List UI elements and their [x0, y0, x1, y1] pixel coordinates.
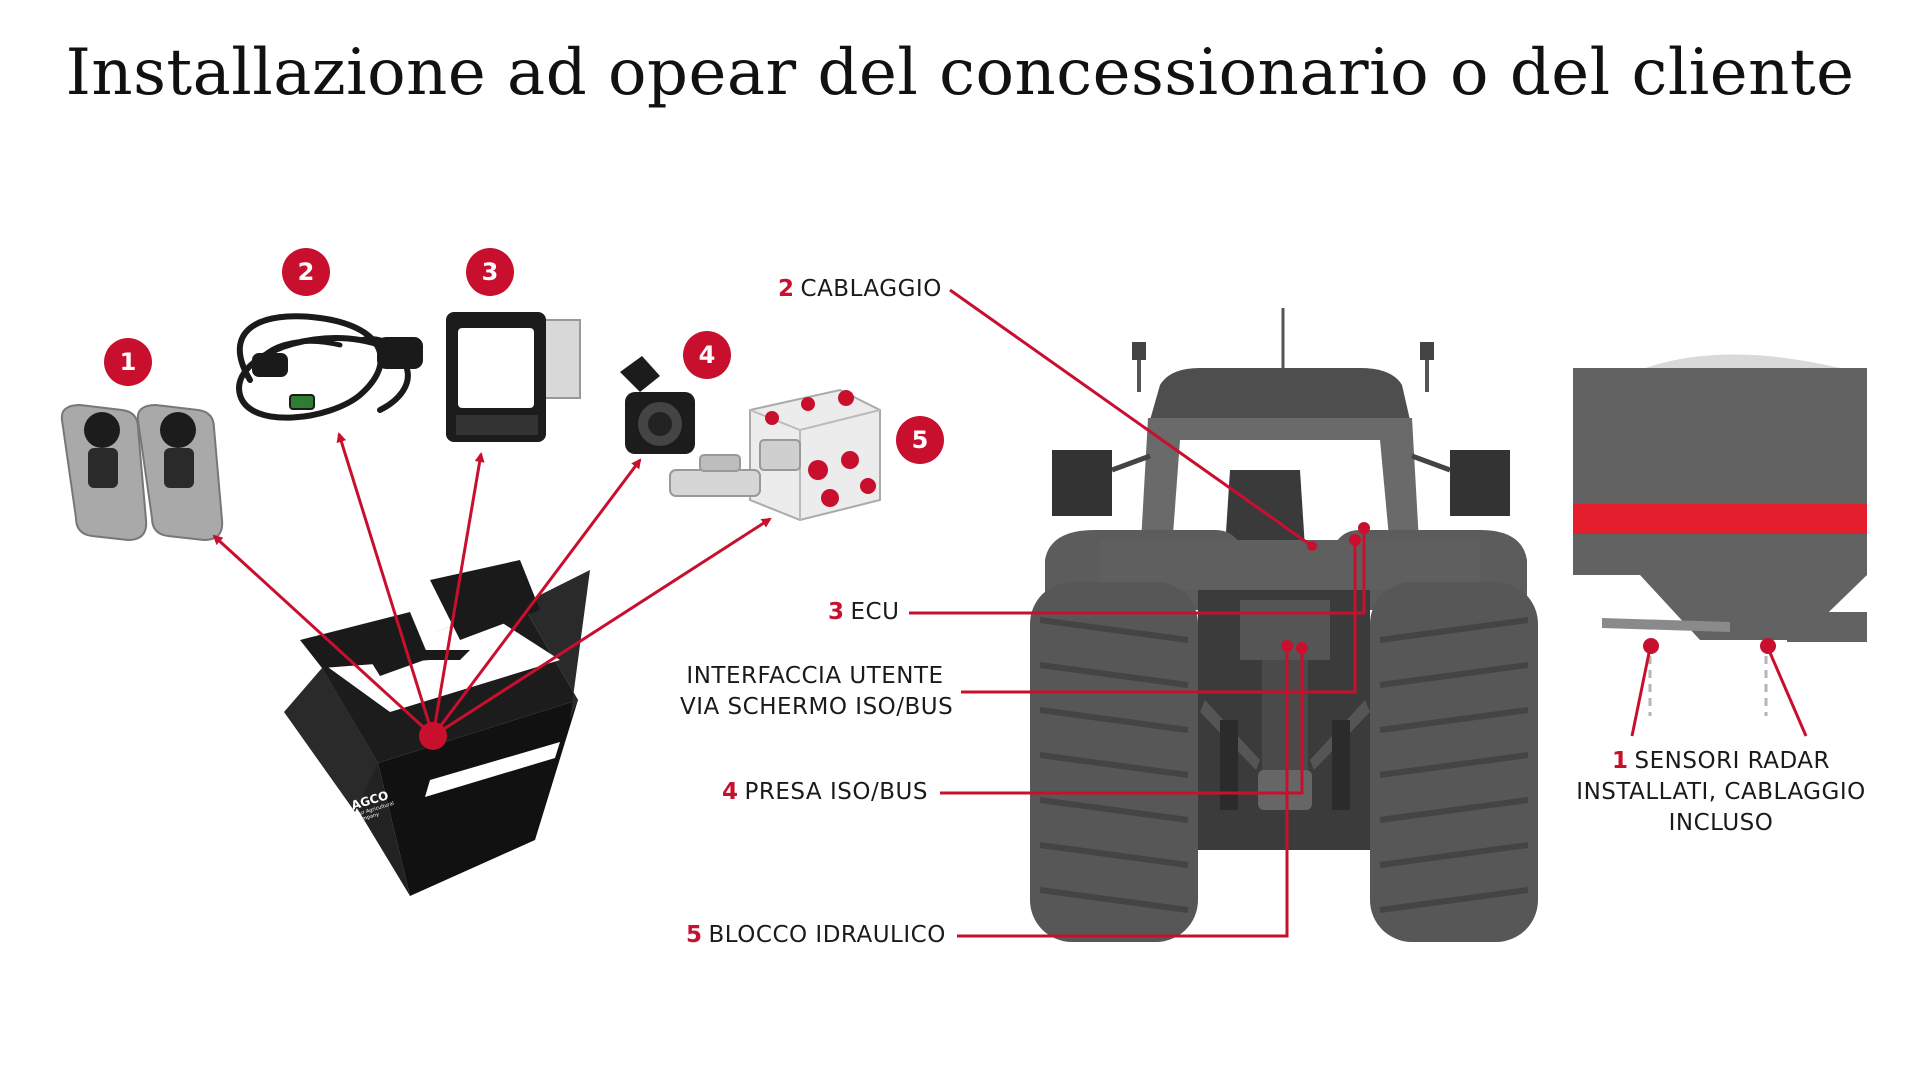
callout-sensori-num: 1: [1612, 748, 1629, 774]
callout-blocco-text: BLOCCO IDRAULICO: [709, 922, 946, 948]
wiring-harness-image: [239, 316, 420, 417]
spreader-image: [1573, 354, 1867, 716]
callout-presa-num: 4: [722, 779, 739, 805]
callout-sensori-line1: SENSORI RADAR: [1635, 748, 1830, 774]
badge-5: 5: [896, 416, 944, 464]
leader-sensor-right: [1768, 648, 1806, 736]
callout-blocco-num: 5: [686, 922, 703, 948]
leader-sensor-left: [1632, 648, 1650, 736]
callout-ecu-num: 3: [828, 599, 845, 625]
callout-sensori-line2: INSTALLATI, CABLAGGIO: [1566, 777, 1876, 808]
callout-presa-text: PRESA ISO/BUS: [745, 779, 928, 805]
box-origin-dot: [419, 722, 447, 750]
badge-1: 1: [104, 338, 152, 386]
callout-sensori-line3: INCLUSO: [1566, 808, 1876, 839]
callout-interfaccia-line2: VIA SCHERMO ISO/BUS: [680, 692, 950, 723]
callout-cablaggio-num: 2: [778, 276, 795, 302]
radar-sensors-image: [62, 405, 222, 540]
isobus-socket-image: [620, 356, 695, 454]
tractor-image: [1030, 308, 1538, 942]
badge-3: 3: [466, 248, 514, 296]
callout-interfaccia-line1: INTERFACCIA UTENTE: [680, 661, 950, 692]
callout-interfaccia: INTERFACCIA UTENTE VIA SCHERMO ISO/BUS: [680, 661, 950, 723]
ecu-image: [446, 312, 580, 442]
hydraulic-block-image: [670, 390, 880, 520]
callout-cablaggio-text: CABLAGGIO: [801, 276, 942, 302]
callout-ecu-text: ECU: [851, 599, 900, 625]
badge-4: 4: [683, 331, 731, 379]
badge-2: 2: [282, 248, 330, 296]
